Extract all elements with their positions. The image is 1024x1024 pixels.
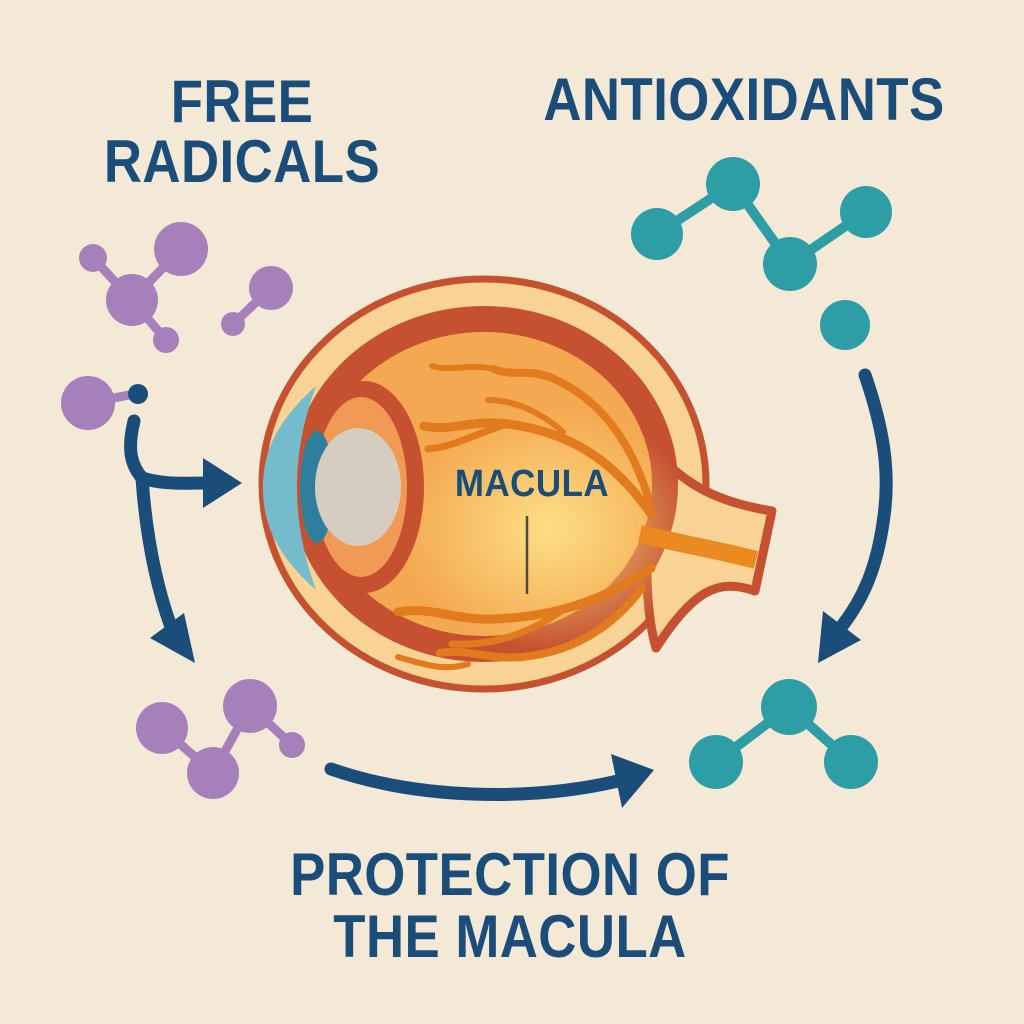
cornea [263,386,316,590]
free-radical-molecule-cluster-icon [79,222,208,353]
title-free-radicals: FREE RADICALS [75,72,409,192]
antioxidant-molecule-single-icon [820,300,870,350]
title-free-radicals-line1: FREE [170,68,314,135]
caption-protection-line1: PROTECTION OF [290,841,730,908]
free-radical-molecule-pair-icon [221,266,293,336]
antioxidant-molecule-chain-icon [631,157,892,291]
caption-protection: PROTECTION OF THE MACULA [281,844,739,968]
free-radical-molecule-bottom-icon [136,679,305,799]
title-antioxidants: ANTIOXIDANTS [543,66,945,133]
impact-dot [128,384,148,404]
macula-label: MACULA [454,463,610,505]
free-radical-impact-arrow-icon [124,384,242,663]
antioxidant-molecule-bottom-icon [689,679,878,789]
protection-arrow-icon [324,754,654,808]
title-free-radicals-line2: RADICALS [103,128,381,195]
lens [315,428,401,546]
optic-nerve-stripe [637,525,759,569]
antioxidant-down-arrow-icon [818,368,893,663]
free-radical-molecule-single-icon [61,376,139,430]
caption-protection-line2: THE MACULA [333,903,687,970]
eye-front-segment [263,381,424,593]
eye-diagram [258,275,777,693]
retinal-vessels [393,363,656,671]
